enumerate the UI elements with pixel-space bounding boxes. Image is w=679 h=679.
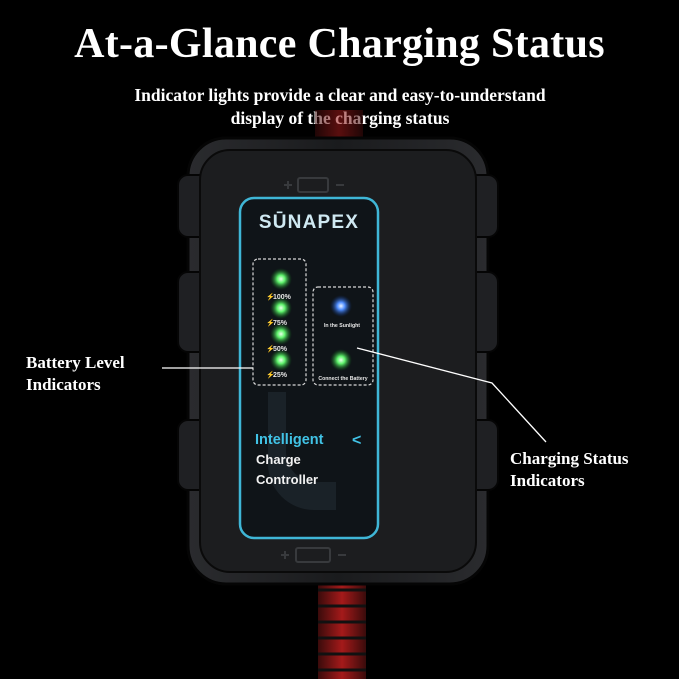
charging-status-leader-line [356, 347, 547, 443]
charging-status-callout-line-1: Charging Status [510, 449, 629, 468]
status-label-connect-battery: Connect the Battery [318, 376, 367, 382]
svg-text:⚡: ⚡ [266, 318, 275, 327]
charging-status-callout: Charging Status Indicators [510, 448, 675, 492]
charging-status-callout-line-2: Indicators [510, 471, 585, 490]
battery-level-labels: ⚡ 100% ⚡ 75% ⚡ 50% ⚡ 25% [266, 292, 292, 379]
bottom-cable [318, 572, 366, 679]
svg-text:⚡: ⚡ [266, 344, 275, 353]
product-name-line-1: Intelligent [255, 432, 324, 448]
status-label-sunlight: In the Sunlight [324, 323, 360, 329]
product-name-line-3: Controller [256, 472, 318, 487]
level-label-25: 25% [273, 372, 288, 379]
charging-status-frame [312, 286, 374, 386]
svg-text:⚡: ⚡ [266, 370, 275, 379]
led-50 [270, 323, 292, 345]
led-100 [270, 268, 292, 290]
chevron-icon: < [352, 432, 361, 449]
level-label-100: 100% [273, 294, 292, 301]
subheadline: Indicator lights provide a clear and eas… [60, 84, 620, 130]
battery-level-callout-line-1: Battery Level [26, 353, 125, 372]
led-battery-connected [330, 349, 352, 371]
battery-level-leds [270, 268, 292, 371]
battery-level-callout-line-2: Indicators [26, 375, 101, 394]
svg-text:⚡: ⚡ [266, 292, 275, 301]
top-battery-emboss [284, 177, 344, 193]
led-75 [270, 297, 292, 319]
led-sunlight [330, 295, 352, 317]
level-label-50: 50% [273, 346, 288, 353]
led-25 [270, 349, 292, 371]
bottom-battery-emboss [281, 547, 346, 563]
level-label-75: 75% [273, 320, 288, 327]
bottom-cable-ridges [318, 588, 366, 672]
headline: At-a-Glance Charging Status [74, 21, 605, 67]
battery-level-frame [252, 258, 307, 386]
panel-logo-watermark [268, 392, 336, 510]
battery-level-callout: Battery Level Indicators [26, 352, 196, 396]
brand-logo: SŪNAPEX [259, 212, 359, 233]
product-name-line-2: Charge [256, 452, 301, 467]
subheadline-line-1: Indicator lights provide a clear and eas… [134, 85, 546, 105]
